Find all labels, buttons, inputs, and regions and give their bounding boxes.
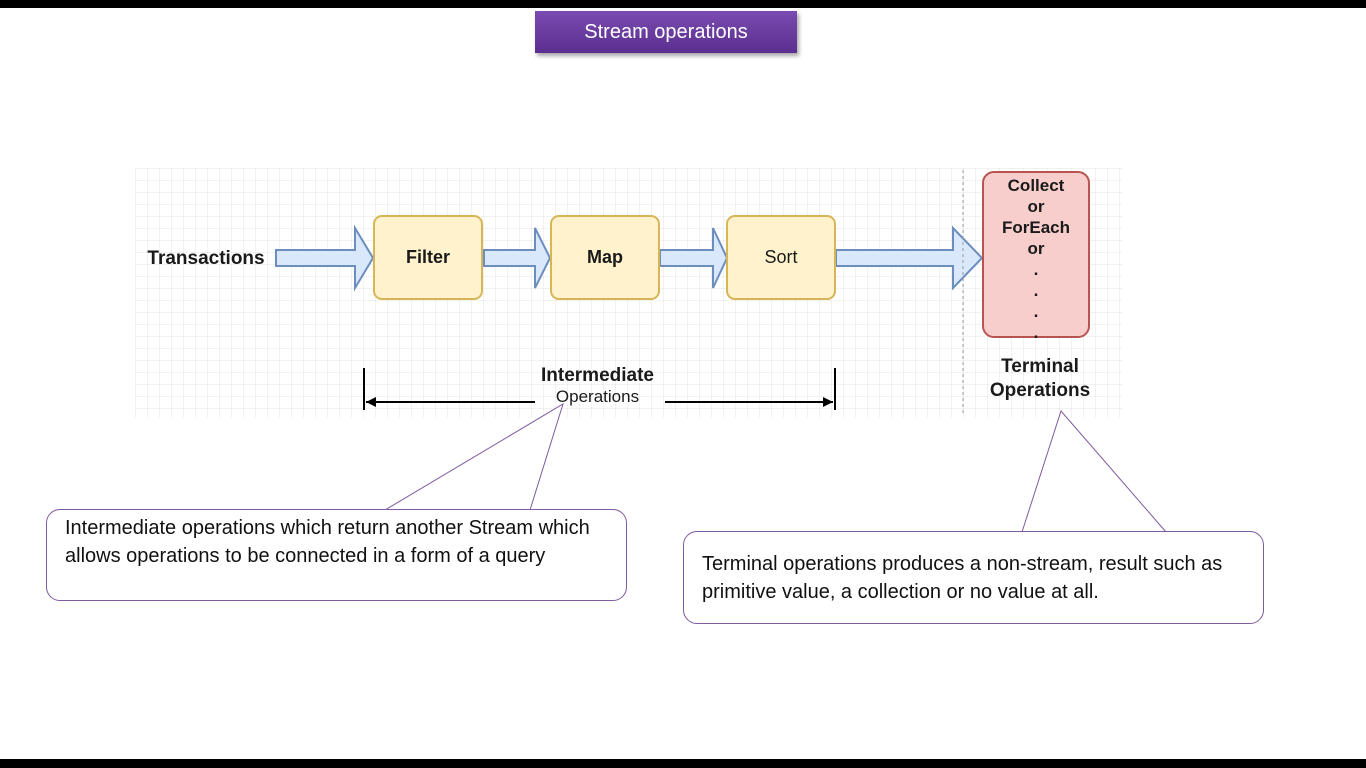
- intermediate-label-line1: Intermediate: [541, 365, 654, 386]
- top-black-bar: [0, 0, 1366, 8]
- intermediate-callout-pointer: [384, 402, 564, 511]
- slide-title: Stream operations: [535, 11, 797, 53]
- terminal-label-line2: Operations: [989, 380, 1091, 401]
- terminal-line-foreach: ForEach: [1001, 218, 1071, 237]
- bracket-left-arrowhead: [366, 397, 376, 407]
- arrow-map-to-sort: [659, 227, 729, 289]
- terminal-line-collect: Collect: [1007, 176, 1065, 195]
- pipeline-arrows: [275, 170, 984, 416]
- terminal-operations-callout: Terminal operations produces a non-strea…: [683, 531, 1264, 624]
- terminal-line-dot-2: .: [1033, 281, 1039, 300]
- stream-pipeline-diagram: Transactions Filter Map Sort Collect or …: [135, 168, 1122, 418]
- sort-operation: Sort: [726, 215, 836, 300]
- intermediate-operations-callout: Intermediate operations which return ano…: [46, 509, 627, 601]
- arrow-transactions-to-filter: [275, 224, 375, 292]
- arrow-sort-to-terminal: [835, 225, 984, 291]
- bracket-right-arrowhead: [823, 397, 833, 407]
- intermediate-label-line2: Operations: [555, 387, 640, 406]
- terminal-line-dot-1: .: [1033, 260, 1039, 279]
- terminal-callout-pointer: [1021, 410, 1167, 533]
- terminal-line-or-2: or: [1027, 239, 1045, 258]
- bottom-black-bar: [0, 759, 1366, 768]
- terminal-line-dot-4: .: [1033, 323, 1039, 342]
- arrow-filter-to-map: [483, 227, 552, 289]
- map-operation: Map: [550, 215, 660, 300]
- terminal-operation-box: Collect or ForEach or . . . .: [982, 171, 1090, 342]
- transactions-label: Transactions: [147, 248, 265, 269]
- terminal-operations-label: Terminal Operations: [975, 355, 1105, 403]
- terminal-label-line1: Terminal: [1001, 356, 1079, 377]
- terminal-line-or-1: or: [1027, 197, 1045, 216]
- filter-operation: Filter: [373, 215, 483, 300]
- intermediate-operations-label: Intermediate Operations: [525, 365, 670, 407]
- terminal-line-dot-3: .: [1033, 302, 1039, 321]
